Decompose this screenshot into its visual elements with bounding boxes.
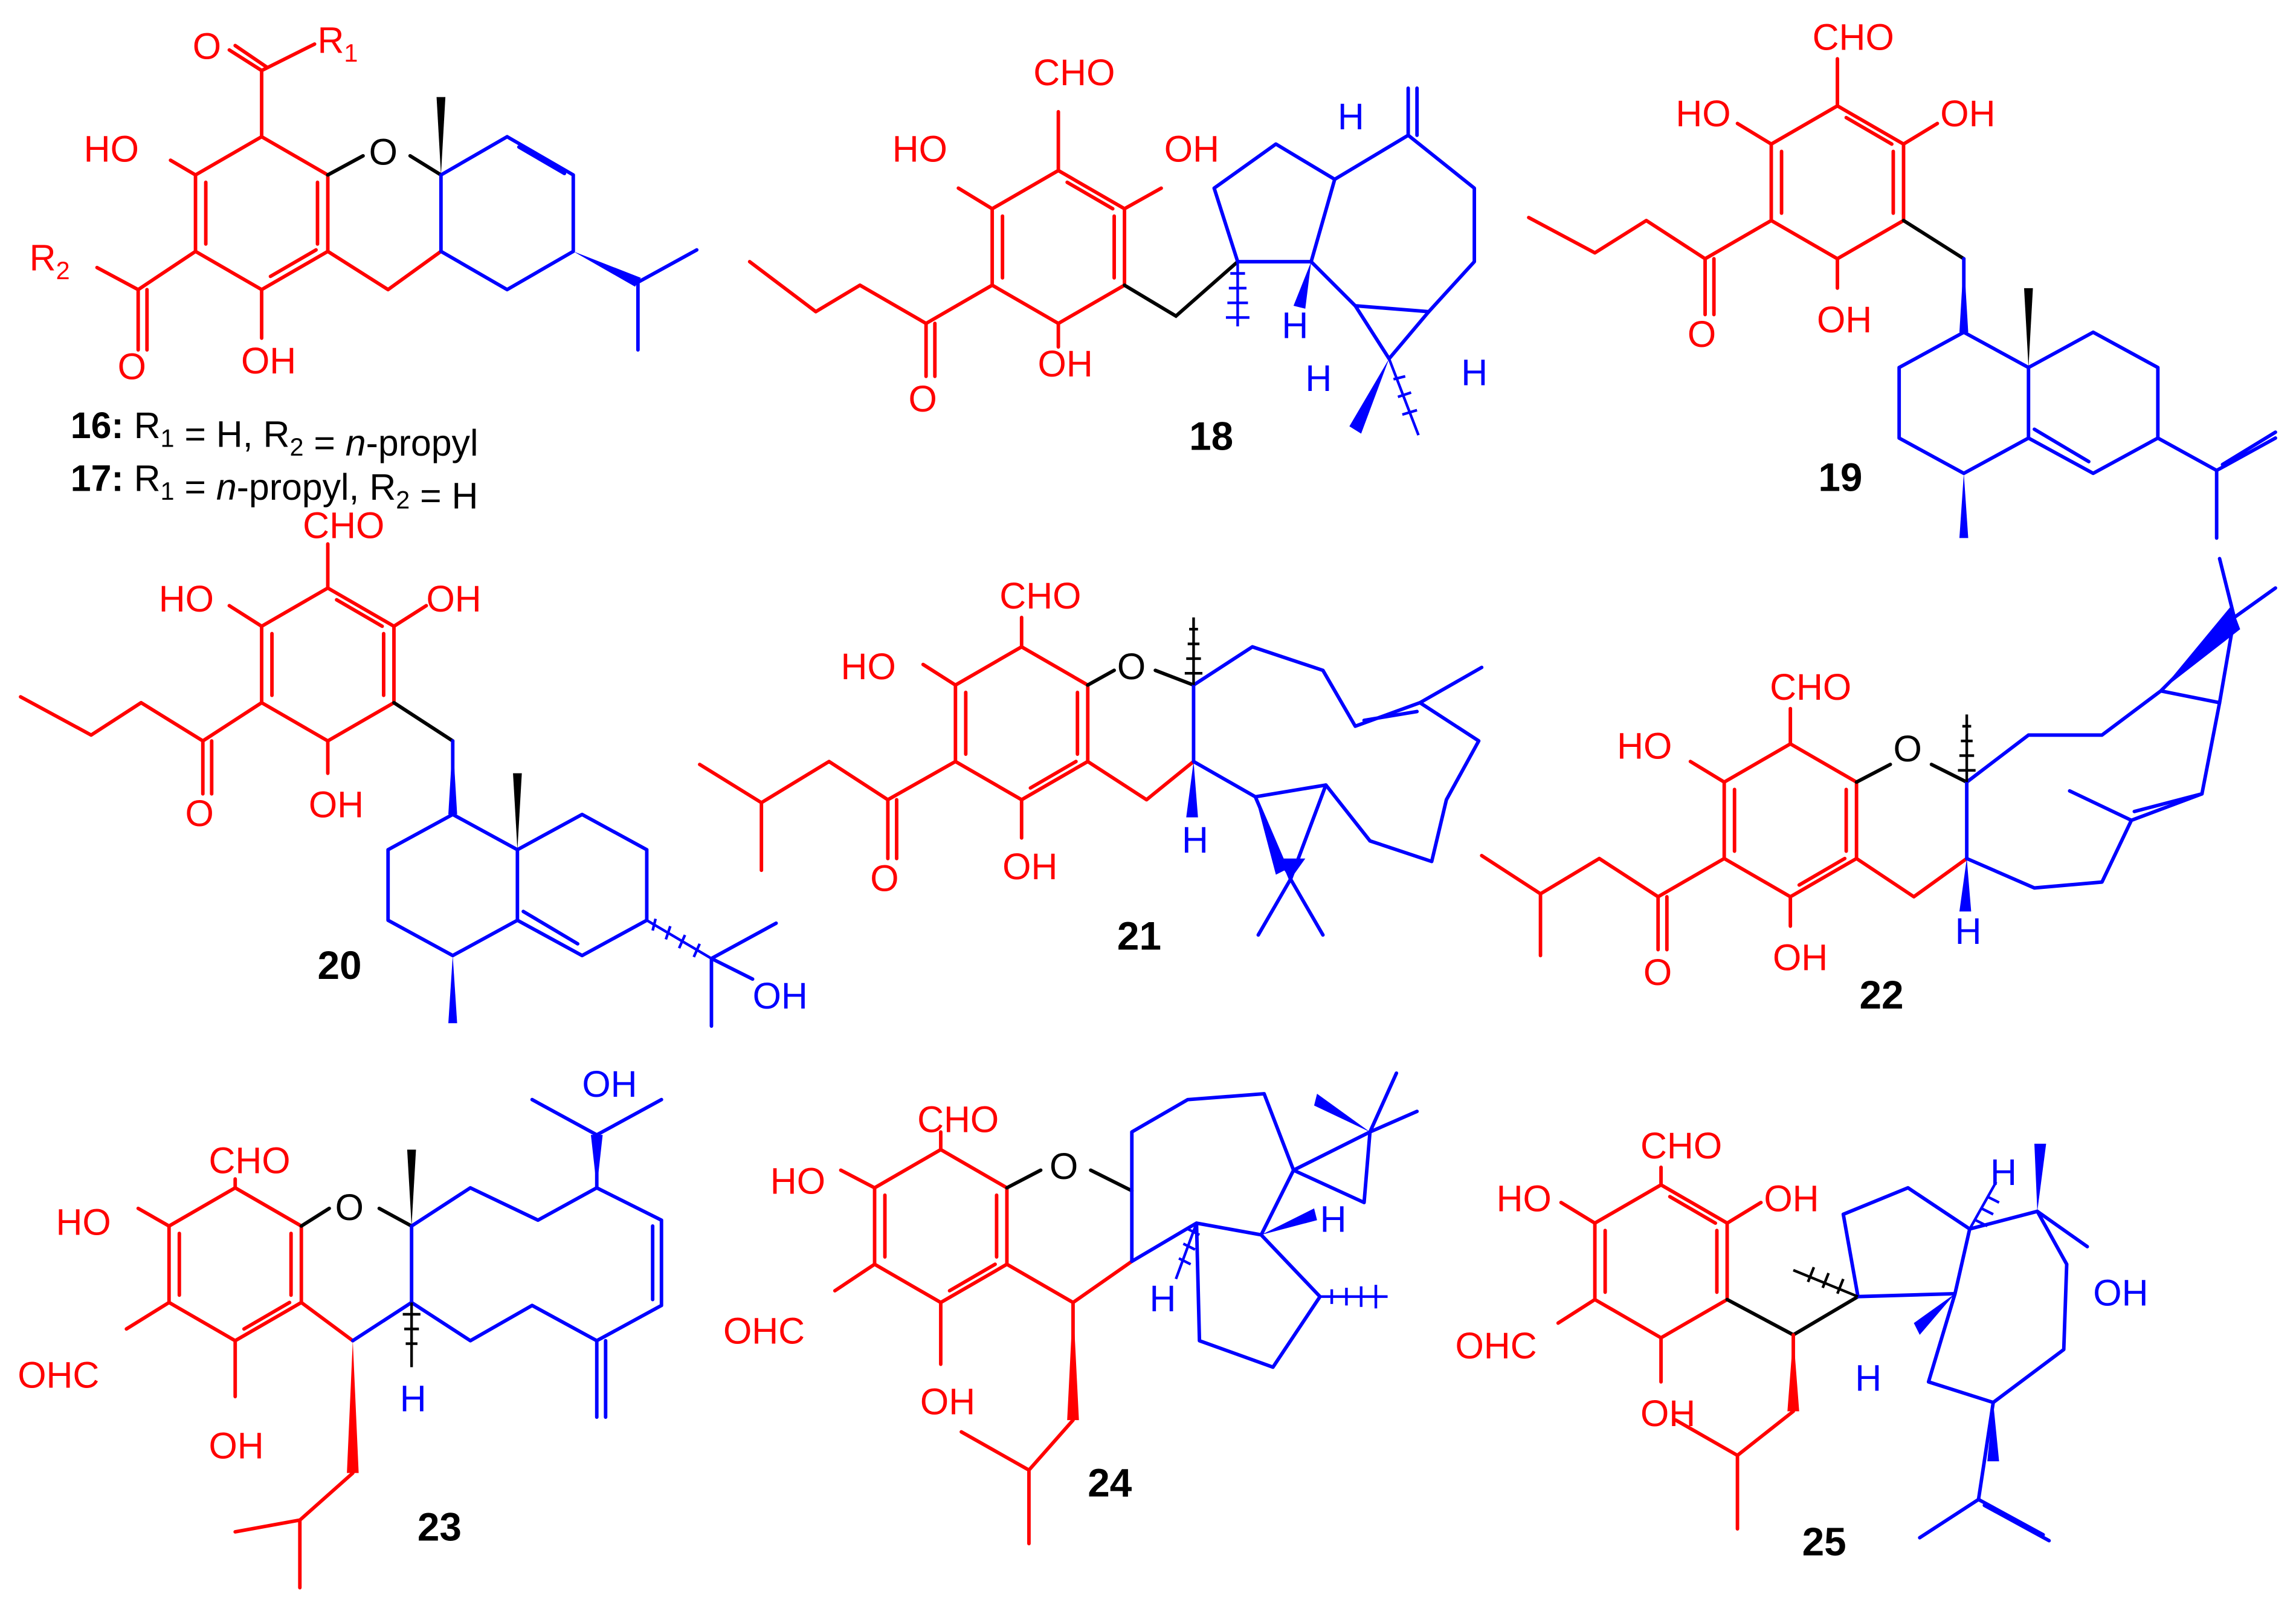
compound-19-label: 19 (1818, 456, 1862, 500)
oxygen-label: O (870, 857, 898, 899)
aldehyde-label: CHO (1813, 17, 1894, 58)
compound-16-caption: 16: R1 = H, R2 = n-propyl (71, 405, 479, 463)
hydroxy-label: HO (892, 129, 947, 170)
oxygen-label: O (118, 346, 146, 387)
hydroxy-label: HO (770, 1160, 825, 1201)
oxygen-label: O (193, 25, 221, 66)
compound-18: CHO HO OH OH O H H H H (747, 52, 1488, 436)
compound-18-label: 18 (1189, 414, 1233, 458)
aldehyde-label: OHC (723, 1311, 805, 1352)
compound-21-label: 21 (1117, 914, 1161, 958)
caption-fragment: 1 (161, 477, 175, 505)
hydroxy-label: OH (241, 340, 296, 381)
hydrogen-label: H (1990, 1152, 2017, 1193)
compound-23-label: 23 (418, 1505, 462, 1549)
caption-fragment: = (175, 467, 216, 508)
hydrogen-label: H (1461, 352, 1488, 393)
hydroxy-label: HO (841, 646, 896, 687)
caption-fragment: -propyl (366, 422, 479, 463)
hydrogen-label: H (1182, 819, 1208, 860)
compound-25: CHO HO OH OHC OH H H OH (1455, 1125, 2149, 1543)
compound-20: CHO HO OH OH O OH (19, 505, 808, 1028)
oxygen-label: O (1643, 952, 1672, 993)
hydroxy-label: OH (1640, 1393, 1695, 1434)
aldehyde-label: CHO (303, 505, 384, 546)
compound-17-caption: 17: R1 = n-propyl, R2 = H (71, 458, 479, 517)
hydroxy-label: OH (753, 975, 808, 1016)
hydroxy-label: HO (1675, 93, 1730, 134)
hydroxy-label: HO (56, 1202, 111, 1243)
hydroxy-label: OH (2093, 1272, 2148, 1313)
compound-24-label: 24 (1088, 1461, 1132, 1505)
hydroxy-label: HO (159, 578, 214, 619)
hydroxy-label: OH (1002, 846, 1057, 887)
compound-25-label: 25 (1802, 1520, 1846, 1564)
caption-fragment: n (346, 422, 366, 463)
hydrogen-label: H (400, 1378, 427, 1419)
caption-fragment: 2 (289, 433, 303, 461)
hydrogen-label: H (1955, 911, 1982, 952)
compound-21: CHO HO OH O O H (698, 575, 1484, 937)
aldehyde-label: CHO (208, 1140, 290, 1181)
compound-23: CHO HO OHC OH O H OH (18, 1064, 663, 1590)
compound-16-17: HO OH O O O R1 R2 (30, 20, 699, 387)
hydroxy-label: OH (309, 784, 364, 825)
ring-oxygen-label: O (369, 131, 398, 172)
hydroxy-label: OH (920, 1381, 975, 1422)
compound-22-label: 22 (1859, 973, 1903, 1017)
ring-oxygen-label: O (1117, 646, 1146, 687)
hydroxy-label: OH (427, 578, 482, 619)
hydrogen-label: H (1282, 305, 1308, 346)
hydroxy-label: HO (84, 129, 139, 170)
compound-20-label: 20 (317, 943, 361, 987)
caption-fragment: R (134, 458, 161, 499)
ring-oxygen-label: O (1893, 728, 1921, 769)
oxygen-label: O (908, 378, 937, 419)
r1-label: R1 (317, 20, 358, 68)
aldehyde-label: OHC (1455, 1325, 1537, 1366)
oxygen-label: O (1688, 314, 1716, 355)
hydroxy-label: OH (1038, 343, 1093, 384)
aldehyde-label: OHC (18, 1355, 99, 1396)
compound-22: CHO HO OH O O H (1480, 557, 2277, 993)
aldehyde-label: CHO (1033, 52, 1115, 93)
compound-19: CHO HO OH OH O (1527, 17, 2277, 540)
compound-24: CHO HO OHC OH O H H (723, 1071, 1419, 1546)
caption-fragment: = H, R (175, 414, 290, 455)
hydrogen-label: H (1149, 1278, 1176, 1319)
ring-oxygen-label: O (335, 1187, 364, 1228)
ring-oxygen-label: O (1050, 1146, 1078, 1187)
aldehyde-label: CHO (999, 575, 1081, 616)
r2-label: R2 (30, 237, 70, 285)
hydrogen-label: H (1338, 96, 1364, 137)
hydroxy-label: OH (582, 1064, 637, 1105)
oxygen-label: O (185, 793, 214, 834)
hydroxy-label: OH (208, 1425, 263, 1466)
hydrogen-label: H (1320, 1199, 1347, 1240)
hydroxy-label: HO (1497, 1178, 1552, 1219)
caption-fragment: = H (410, 476, 478, 517)
hydroxy-label: OH (1164, 129, 1219, 170)
aldehyde-label: CHO (1770, 667, 1851, 708)
hydroxy-label: HO (1617, 725, 1672, 766)
hydroxy-label: OH (1817, 299, 1872, 340)
caption-fragment: 2 (396, 486, 410, 514)
aldehyde-label: CHO (1640, 1125, 1722, 1166)
caption-fragment: n (216, 467, 237, 508)
hydroxy-label: OH (1940, 93, 1995, 134)
hydroxy-label: OH (1773, 937, 1828, 978)
caption-fragment: -propyl, R (237, 467, 396, 508)
hydrogen-label: H (1305, 358, 1332, 399)
hydroxy-label: OH (1764, 1178, 1819, 1219)
caption-fragment: = (303, 422, 345, 463)
caption-fragment: R (134, 405, 161, 446)
caption-fragment: 1 (161, 425, 175, 453)
hydrogen-label: H (1855, 1357, 1882, 1398)
aldehyde-label: CHO (917, 1099, 999, 1140)
